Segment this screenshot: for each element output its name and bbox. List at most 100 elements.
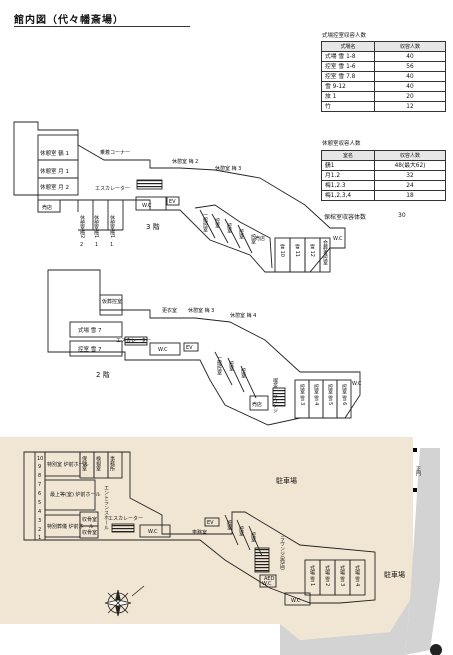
floor1-wc2 [259, 574, 277, 588]
floor2-label: 2 階 [96, 370, 110, 379]
floor2-hikae7 [69, 340, 123, 357]
page-title: 館内図（代々幡斎場） [14, 15, 124, 26]
label-entrance-hall: エントランスホール [103, 485, 109, 530]
floor1-shiki4 [349, 559, 366, 596]
room-number: 7 [38, 482, 41, 488]
label-hikae7: 控室 雪 7 [78, 345, 102, 353]
label-rest-tsuru1: 休憩室 鶴 1 [40, 149, 69, 157]
left-number-column: 10 9 8 7 6 5 4 3 2 1 [37, 456, 43, 541]
label-shamusho: 車務室 [192, 529, 207, 536]
label-shiki7: 式場 雪 7 [78, 326, 102, 334]
floor2-outline [47, 269, 361, 426]
floor3-escalator [136, 179, 163, 190]
access-road [405, 448, 440, 655]
parking-label: 駐車場 [276, 476, 297, 485]
floor1-stairs [254, 547, 270, 573]
label-kaisou: 会葬者控室 [322, 239, 328, 265]
room-number: 6 [38, 491, 41, 497]
wall [237, 224, 253, 254]
childcare-capacity-value: 30 [398, 212, 406, 219]
label-shiki4: 式場 雪 4 [354, 564, 360, 586]
floor1-escalator [111, 523, 135, 533]
room-number: 10 [37, 456, 43, 462]
label-hoyou: 保管室 [81, 455, 87, 471]
floor2-wc [149, 342, 181, 356]
ground-area [0, 437, 440, 655]
label-escalator: エスカレーター [116, 337, 151, 344]
room-number: 2 [38, 527, 41, 533]
floor-1 [23, 451, 376, 606]
label-wc2: W.C [262, 581, 272, 587]
room-number: 4 [38, 509, 41, 515]
label-hikae4: 控室 雪 4 [313, 383, 319, 405]
label-jimusho: 事務所 [109, 455, 115, 472]
label-hikae3: 控室 雪 3 [299, 383, 305, 405]
label-wc3: W.C [291, 598, 301, 604]
label-hikae6: 控室 雪 6 [341, 383, 347, 405]
table-cell: 12 [374, 101, 446, 112]
ground-lot [0, 437, 413, 640]
label-slant-b: 控室 [238, 525, 244, 536]
floor2-hikae6 [336, 379, 352, 419]
label-num: 1 [95, 242, 98, 248]
childcare-capacity-label: 保棺室収容体数 [324, 214, 367, 221]
label-tokubetsu-kenso: 特別葬儀 炉前ホール [47, 523, 94, 530]
floor2-kosou [99, 294, 123, 316]
label-rest-ume1-v2: 休憩室梅1 [109, 214, 115, 238]
room-number: 8 [38, 473, 41, 479]
room-number: 9 [38, 464, 41, 470]
label-rest-tsuki1: 休憩室 月 1 [40, 167, 69, 175]
label-yuki11: 雪 11 [294, 244, 300, 257]
label-wc: W.C [158, 347, 168, 353]
floor2-shiki7 [69, 321, 123, 338]
label-aed: AED [264, 576, 275, 582]
label-rest-ume1-v: 休憩室梅1 [93, 214, 99, 238]
label-wc2: W.C [352, 381, 362, 387]
label-shiki2: 式場 雪 2 [324, 564, 330, 586]
floor3-ev [166, 196, 180, 206]
label-slant-c: 控室 [240, 367, 246, 378]
floor2-shop [249, 395, 269, 411]
label-lounge: ラウンジ(売店) [279, 536, 285, 570]
floor1-ev [204, 517, 220, 527]
floor3-shop [37, 199, 61, 213]
floor1-shuukotsu [79, 525, 99, 539]
label-escalator: エスカレーター [95, 185, 130, 192]
floor2-ev [183, 342, 199, 352]
wall [240, 365, 257, 399]
label-ev: EV [169, 199, 176, 205]
label-shiki3: 式場 雪 3 [339, 564, 345, 586]
label-rest-ume2: 休憩室 梅 2 [172, 158, 198, 165]
floor3-room-block [37, 134, 79, 196]
floor3-slant-rooms [194, 204, 273, 269]
label-slant-c: 控室 [250, 531, 256, 542]
label-kouishitsu: 更衣室 [162, 307, 177, 314]
label-slant-b: 控室 [228, 360, 234, 371]
gate-post [413, 448, 417, 452]
floor1-wc [139, 524, 171, 538]
room-number: 1 [38, 535, 41, 541]
label-corner: 乗着コーナー [100, 149, 130, 156]
label-shiki1: 式場 雪 1 [309, 564, 315, 586]
label-slant-b: 控室 [214, 217, 220, 228]
floor1-wc3 [284, 592, 311, 606]
label-slant-c: 控室 [226, 222, 232, 233]
label-kosou: 仮葬控室 [102, 298, 122, 305]
wall [224, 514, 239, 546]
label-rest-ume3: 休憩室 梅 3 [215, 165, 241, 172]
label-tokubetsu-hall: 特別室 炉前ホール [47, 461, 89, 468]
floor-2 [47, 269, 361, 426]
parking-label-2: 駐車場 [384, 570, 405, 579]
label-kenshi: 検視室 [95, 455, 101, 471]
wall [214, 351, 233, 386]
table-cell: 18 [374, 190, 446, 201]
label-shop: 売店 [42, 204, 52, 211]
label-lounge: 喫茶・ラウンジ [272, 377, 278, 413]
compass-icon [104, 585, 145, 617]
label-wc2: W.C [333, 236, 343, 242]
floor1-jimusho [107, 451, 123, 479]
wall [199, 209, 216, 239]
